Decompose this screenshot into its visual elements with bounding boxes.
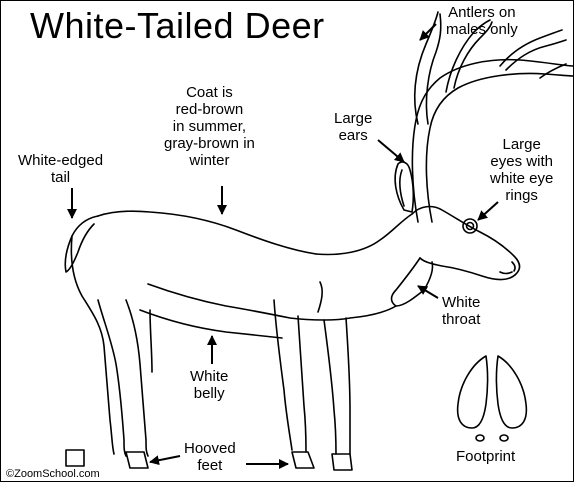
front-leg-1: [274, 300, 292, 450]
label-ears-line-2: ears: [334, 127, 372, 144]
hind-leg-front: [126, 300, 148, 456]
tail: [65, 216, 98, 272]
footprint-left: [458, 356, 488, 428]
hind-leg-inner-a: [150, 310, 152, 372]
hind-leg-back: [71, 236, 114, 454]
label-coat-line-2: red-brown: [164, 101, 255, 118]
label-antlers-line-2: males only: [446, 21, 518, 38]
label-throat-line-2: throat: [442, 311, 480, 328]
elbow: [318, 282, 322, 312]
mouth: [500, 272, 512, 274]
label-eyes-line-4: rings: [490, 187, 553, 204]
footprint-right: [497, 356, 527, 428]
label-coat: Coat is red-brown in summer, gray-brown …: [164, 84, 255, 169]
label-belly: White belly: [190, 368, 228, 402]
hoof-4: [332, 454, 352, 470]
label-ears-line-1: Large: [334, 110, 372, 127]
label-tail: White-edged tail: [18, 152, 103, 186]
label-antlers-line-1: Antlers on: [446, 4, 518, 21]
hoof-1: [66, 450, 84, 466]
label-feet-line-1: Hooved: [184, 440, 236, 457]
label-belly-line-2: belly: [190, 385, 228, 402]
label-coat-line-4: gray-brown in: [164, 135, 255, 152]
label-throat: White throat: [442, 294, 480, 328]
eyes-arrow: [478, 202, 498, 220]
feet-arrow-left: [150, 456, 180, 462]
ear-inner: [400, 170, 404, 206]
copyright-notice: ©ZoomSchool.com: [6, 468, 100, 480]
antler-tine-3b: [506, 40, 566, 70]
belly: [148, 284, 324, 320]
label-antlers: Antlers on males only: [446, 4, 518, 38]
belly-lower: [140, 310, 282, 338]
label-ears: Large ears: [334, 110, 372, 144]
label-eyes: Large eyes with white eye rings: [490, 136, 553, 204]
hoof-3: [292, 452, 314, 468]
label-eyes-line-1: Large: [490, 136, 553, 153]
front-leg-1b: [298, 316, 306, 452]
dewclaw-right: [500, 435, 508, 441]
label-coat-line-1: Coat is: [164, 84, 255, 101]
dewclaw-left: [476, 435, 484, 441]
label-throat-line-1: White: [442, 294, 480, 311]
front-leg-2b: [346, 318, 350, 454]
ears-arrow: [378, 140, 404, 162]
label-eyes-line-3: white eye: [490, 170, 553, 187]
front-leg-2: [324, 320, 336, 454]
back: [98, 211, 316, 254]
nose: [512, 262, 515, 271]
head: [412, 207, 520, 280]
label-tail-line-2: tail: [18, 169, 103, 186]
label-coat-line-3: in summer,: [164, 118, 255, 135]
label-coat-line-5: winter: [164, 152, 255, 169]
label-feet: Hooved feet: [184, 440, 236, 474]
neck-back: [316, 214, 412, 254]
chest: [324, 306, 396, 320]
label-eyes-line-2: eyes with: [490, 153, 553, 170]
label-tail-line-1: White-edged: [18, 152, 103, 169]
diagram-title: White-Tailed Deer: [30, 6, 325, 46]
label-feet-line-2: feet: [184, 457, 236, 474]
hoof-2: [126, 452, 148, 468]
label-footprint: Footprint: [456, 448, 515, 465]
throat: [392, 258, 433, 306]
label-belly-line-1: White: [190, 368, 228, 385]
